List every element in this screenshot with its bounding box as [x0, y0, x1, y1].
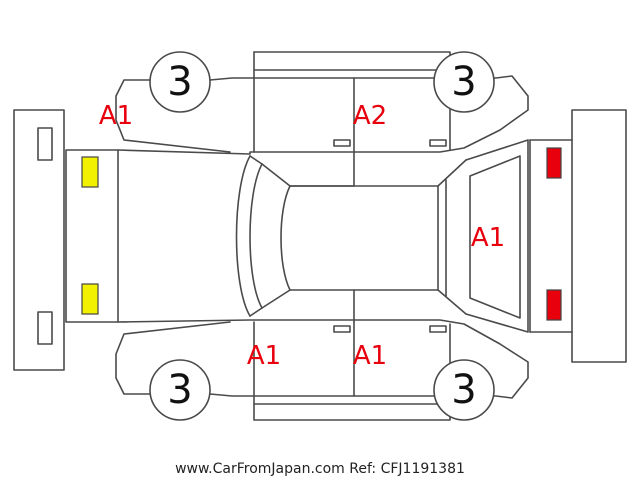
wheel-rating-rear-left: 3: [451, 59, 476, 105]
wheel-rear-left: 3: [433, 51, 495, 113]
rear-lamp-top: [546, 147, 562, 179]
rear-bumper: [529, 109, 627, 363]
rear-lamp-bottom: [546, 289, 562, 321]
front-lamp-bottom: [81, 283, 99, 315]
wheel-rating-rear-right: 3: [451, 367, 476, 413]
wheel-front-right: 3: [149, 359, 211, 421]
front-lamp-top: [81, 156, 99, 188]
footer-reference: www.CarFromJapan.com Ref: CFJ1191381: [175, 461, 465, 477]
damage-mark-rear-left-door: A2: [353, 101, 387, 131]
front-bumper: [13, 109, 65, 371]
wheel-rating-front-right: 3: [167, 367, 192, 413]
damage-mark-front-right-door: A1: [247, 341, 281, 371]
damage-mark-rear-right-door: A1: [353, 341, 387, 371]
wheel-front-left: 3: [149, 51, 211, 113]
wheel-rating-front-left: 3: [167, 59, 192, 105]
damage-mark-front-left-fender: A1: [99, 101, 133, 131]
wheel-rear-right: 3: [433, 359, 495, 421]
damage-mark-tailgate: A1: [471, 223, 505, 253]
